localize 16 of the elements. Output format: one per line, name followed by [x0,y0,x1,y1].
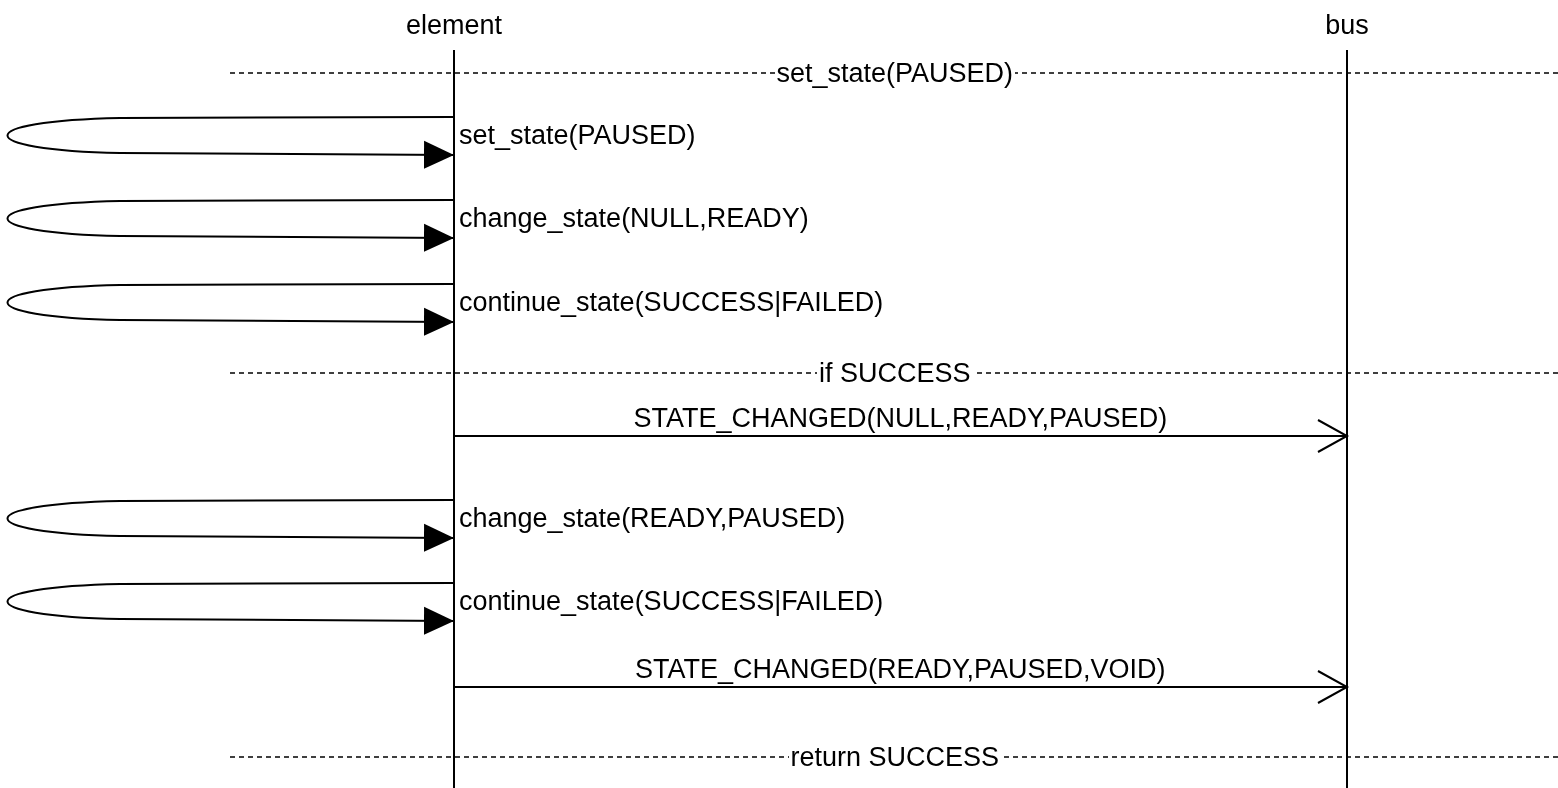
message-label: set_state(PAUSED) [458,120,697,150]
message-label: continue_state(SUCCESS|FAILED) [458,586,885,616]
self-message-arrow [6,116,455,169]
self-message-arrow [6,283,455,336]
message-arrow [453,670,1348,704]
message-label: change_state(NULL,READY) [458,203,810,233]
self-message-arrow [6,582,455,635]
message-label: STATE_CHANGED(READY,PAUSED,VOID) [634,654,1167,684]
lifeline-title: element [405,9,503,42]
message-arrow [453,419,1348,453]
self-message-arrow [6,499,455,552]
lifeline-title: bus [1325,9,1369,42]
message-label: change_state(READY,PAUSED) [458,503,847,533]
self-message-arrow [6,199,455,252]
message-label: STATE_CHANGED(NULL,READY,PAUSED) [632,403,1169,433]
message-label: continue_state(SUCCESS|FAILED) [458,287,885,317]
